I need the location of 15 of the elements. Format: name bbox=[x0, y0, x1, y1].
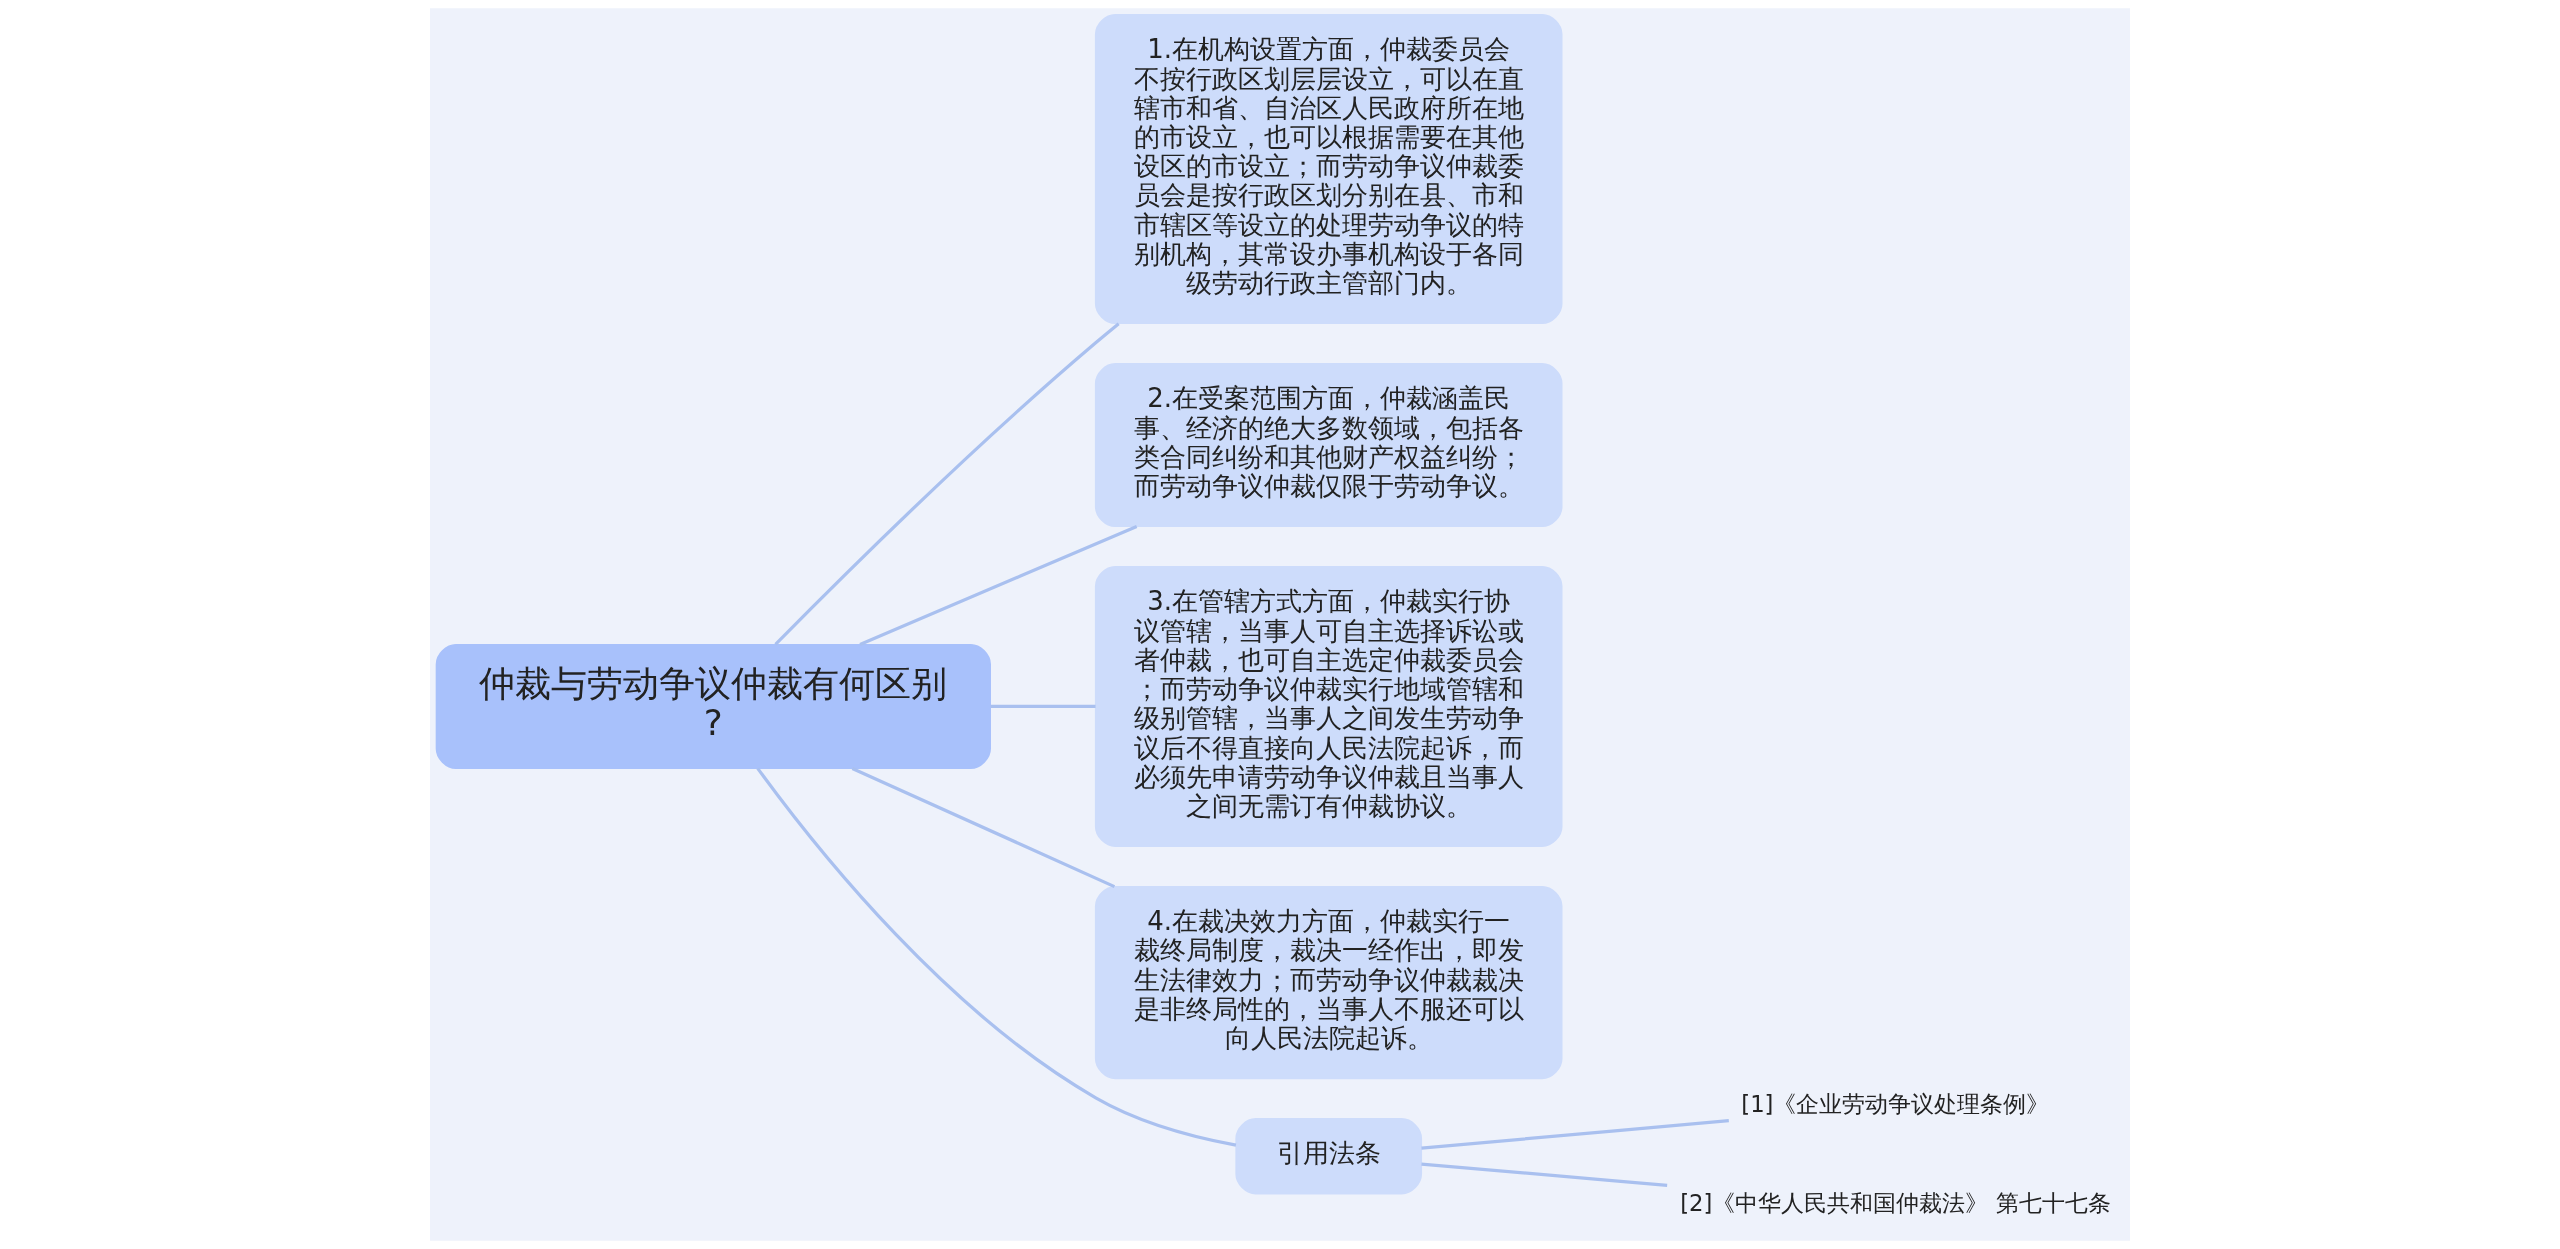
node-box: 引用法条 bbox=[1235, 1118, 1423, 1195]
connector bbox=[851, 766, 1116, 889]
connector bbox=[774, 322, 1120, 646]
connector bbox=[1421, 1162, 1668, 1187]
connector bbox=[756, 767, 1237, 1147]
node-box: 4.在裁决效力方面，仲裁实行一裁终局制度，裁决一经作出，即发生法律效力；而劳动争议仲裁裁决是非终局性的，当事人不服还可以向人民法院起诉。 bbox=[1094, 885, 1563, 1080]
node-box: 仲裁与劳动争议仲裁有何区别? bbox=[435, 644, 991, 769]
node-box: 1.在机构设置方面，仲裁委员会不按行政区划层层设立，可以在直辖市和省、自治区人民政府所在地的市设立，也可以根据需要在其他设区的市设立；而劳动争议仲裁委员会是按行政区划分别在县、市和市辖区等设立的处理劳动争议的特别机构，其常设办事机构设于各同级劳动行政主管部门内。 bbox=[1094, 14, 1563, 325]
node-box: 2.在受案范围方面，仲裁涵盖民事、经济的绝大多数领域，包括各类合同纠纷和其他财产权益纠纷；而劳动争议仲裁仅限于劳动争议。 bbox=[1094, 363, 1563, 528]
connector bbox=[1421, 1119, 1729, 1150]
node-text: [1]《企业劳动争议处理条例》 bbox=[1741, 1090, 2050, 1117]
node-text: [2]《中华人民共和国仲裁法》 第七十七条 bbox=[1680, 1189, 2111, 1216]
node-box: 3.在管辖方式方面，仲裁实行协议管辖，当事人可自主选择诉讼或者仲裁，也可自主选定仲裁委员会；而劳动争议仲裁实行地域管辖和级别管辖，当事人之间发生劳动争议后不得直接向人民法院起诉，而必须先申请劳动争议仲裁且当事人之间无需订有仲裁协议。 bbox=[1094, 566, 1563, 847]
connector bbox=[990, 704, 1096, 709]
connector bbox=[859, 524, 1138, 647]
